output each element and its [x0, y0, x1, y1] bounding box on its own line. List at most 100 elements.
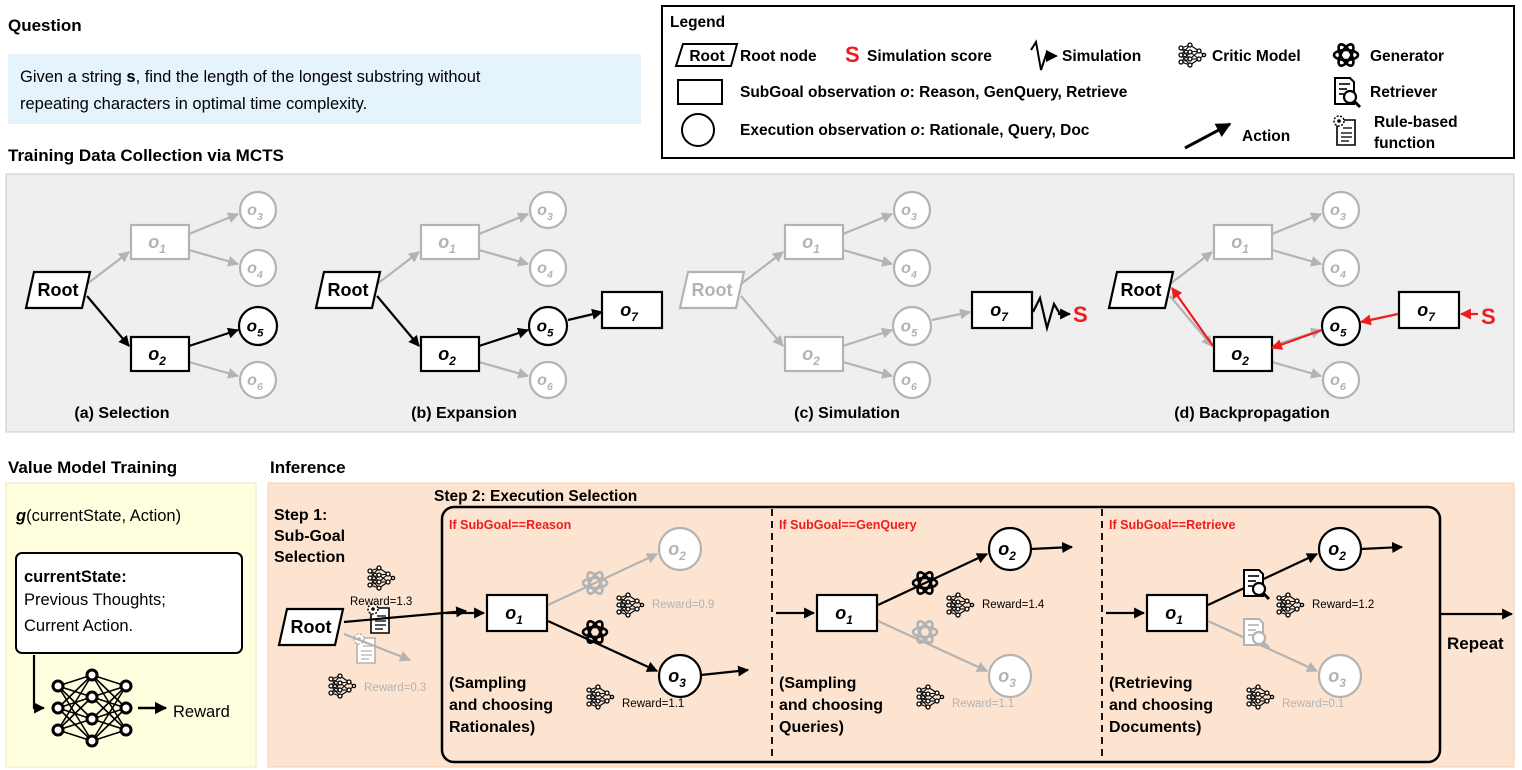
- tree2-node-o4-label: o4: [537, 260, 553, 281]
- network-neuron: [85, 712, 99, 726]
- tree3-root-node: [678, 270, 746, 310]
- tree2-root-node: [314, 270, 382, 310]
- legend-retriever-label: Retriever: [1370, 84, 1437, 101]
- tree1-node-o3: [238, 190, 278, 230]
- tree4-backprop-o7-o5: [1359, 312, 1399, 326]
- mcts-caption-4: (d) Backpropagation: [1174, 405, 1330, 422]
- tree1-node-o5-label: o5: [247, 316, 264, 339]
- network-edge: [57, 674, 93, 731]
- tree1-node-o6: [238, 360, 278, 400]
- network-neuron: [85, 668, 99, 682]
- question-box: [8, 54, 641, 124]
- panel2-node-o3: [987, 653, 1033, 699]
- tree4-simulation-score: S: [1481, 304, 1496, 329]
- tree3-node-o7-label: o7: [990, 300, 1009, 324]
- network-neuron: [85, 734, 99, 748]
- panel3-node-o1: [1145, 593, 1209, 633]
- tree3-edge-o2-o5: [842, 327, 894, 348]
- network-neuron: [51, 701, 65, 715]
- panel3-node-o3-label: o3: [1328, 666, 1346, 690]
- tree3-simulation-squiggle: [1032, 294, 1061, 333]
- network-edge: [91, 707, 127, 742]
- panel2-condition: If SubGoal==GenQuery: [779, 518, 917, 532]
- panel2-note-line-3: Queries): [779, 719, 844, 736]
- tree4-root-node-label: Root: [1121, 280, 1162, 300]
- tree2-node-o7-label: o7: [620, 300, 639, 324]
- tree1-root-node-label: Root: [38, 280, 79, 300]
- mcts-caption-1: (a) Selection: [74, 405, 169, 422]
- tree2-node-o3: [528, 190, 568, 230]
- network-neuron: [85, 690, 99, 704]
- panel1-reward-top: Reward=0.9: [652, 599, 714, 611]
- tree1-node-o1-label: o1: [148, 232, 166, 256]
- network-neuron: [119, 723, 133, 737]
- value-model-heading: Value Model Training: [8, 458, 177, 477]
- step2-title: Step 2: Execution Selection: [434, 488, 637, 505]
- panel1-note-line-2: and choosing: [449, 697, 553, 714]
- tree3-node-o1: [783, 223, 845, 261]
- question-line-1: Given a string s, find the length of the…: [20, 68, 481, 86]
- panel1-exit-arrow: [700, 665, 750, 677]
- panel2-reward-bottom: Reward=1.1: [952, 698, 1014, 710]
- tree2-node-o1: [419, 223, 481, 261]
- inference-root-arrow-bottom: [343, 632, 412, 662]
- legend-rule-label-2: function: [1374, 135, 1435, 152]
- mcts-caption-2: (b) Expansion: [411, 405, 517, 422]
- tree3-node-o5: [891, 305, 933, 347]
- panel1-note-line-3: Rationales): [449, 719, 535, 736]
- tree3-edge-o5-o7: [931, 308, 972, 322]
- value-output-label: Reward: [173, 703, 230, 721]
- tree4-node-o3-label: o3: [1330, 202, 1346, 223]
- panel3-exit-arrow: [1360, 541, 1404, 553]
- tree4-node-o7: [1397, 290, 1461, 330]
- tree2-node-o6: [528, 360, 568, 400]
- value-network-graph: [32, 655, 168, 748]
- question-line-2: repeating characters in optimal time com…: [20, 95, 367, 113]
- current-state-title: currentState:: [24, 568, 127, 586]
- tree3-node-o3: [892, 190, 932, 230]
- tree4-node-o5-label: o5: [1330, 316, 1347, 339]
- panel2-exit-arrow: [1030, 541, 1074, 553]
- tree3-node-o3-label: o3: [901, 202, 917, 223]
- legend-generator-label: Generator: [1370, 48, 1444, 65]
- tree3-node-o1-label: o1: [802, 232, 820, 256]
- panel1-node-o1: [485, 593, 549, 633]
- tree3-edge-root-o1: [740, 251, 784, 285]
- tree3-root-node-label: Root: [692, 280, 733, 300]
- legend-root-shape: [674, 43, 739, 67]
- panel1-edge-o1-o3: [547, 620, 658, 672]
- tree2-node-o1-label: o1: [438, 232, 456, 256]
- tree4-node-o4-label: o4: [1330, 260, 1346, 281]
- panel2-edge-o1-o3: [877, 620, 988, 672]
- legend-root-label: Root node: [740, 48, 817, 65]
- legend-rule-label-1: Rule-based: [1374, 114, 1458, 131]
- panel3-note-line-2: and choosing: [1109, 697, 1213, 714]
- current-state-line-2: Current Action.: [24, 617, 133, 635]
- panel1-node-o3: [657, 653, 703, 699]
- panel1-condition: If SubGoal==Reason: [449, 518, 571, 532]
- tree3-node-o4-label: o4: [901, 260, 917, 281]
- tree4-edge-root-o2: [1169, 295, 1213, 347]
- tree4-root-node: [1107, 270, 1175, 310]
- legend-simulation-arrowhead: [1046, 50, 1058, 62]
- tree1-root-node: [24, 270, 92, 310]
- tree3-node-o6-label: o6: [901, 372, 917, 393]
- step1-line-1: Step 1:: [274, 507, 327, 524]
- tree1-node-o4: [238, 248, 278, 288]
- tree4-node-o6: [1321, 360, 1361, 400]
- legend-rule-icon: [1333, 115, 1356, 146]
- current-state-line-1: Previous Thoughts;: [24, 591, 166, 609]
- tree3-edge-root-o2: [740, 295, 784, 347]
- network-edge: [57, 696, 93, 731]
- panel2-reward-top: Reward=1.4: [982, 599, 1045, 611]
- tree4-edge-o1-o3: [1271, 212, 1323, 236]
- tree4-backprop-o5-o2: [1270, 328, 1323, 350]
- tree3-edge-o1-o4: [842, 248, 894, 267]
- network-neuron: [51, 723, 65, 737]
- tree2-node-o5: [527, 305, 569, 347]
- legend-root-symbol: Root: [689, 48, 724, 65]
- tree1-edge-root-o1: [86, 251, 130, 285]
- panel3-node-o2-label: o2: [1328, 539, 1346, 563]
- legend-simulation-label: Simulation: [1062, 48, 1141, 65]
- tree2-edge-o1-o4: [478, 248, 530, 267]
